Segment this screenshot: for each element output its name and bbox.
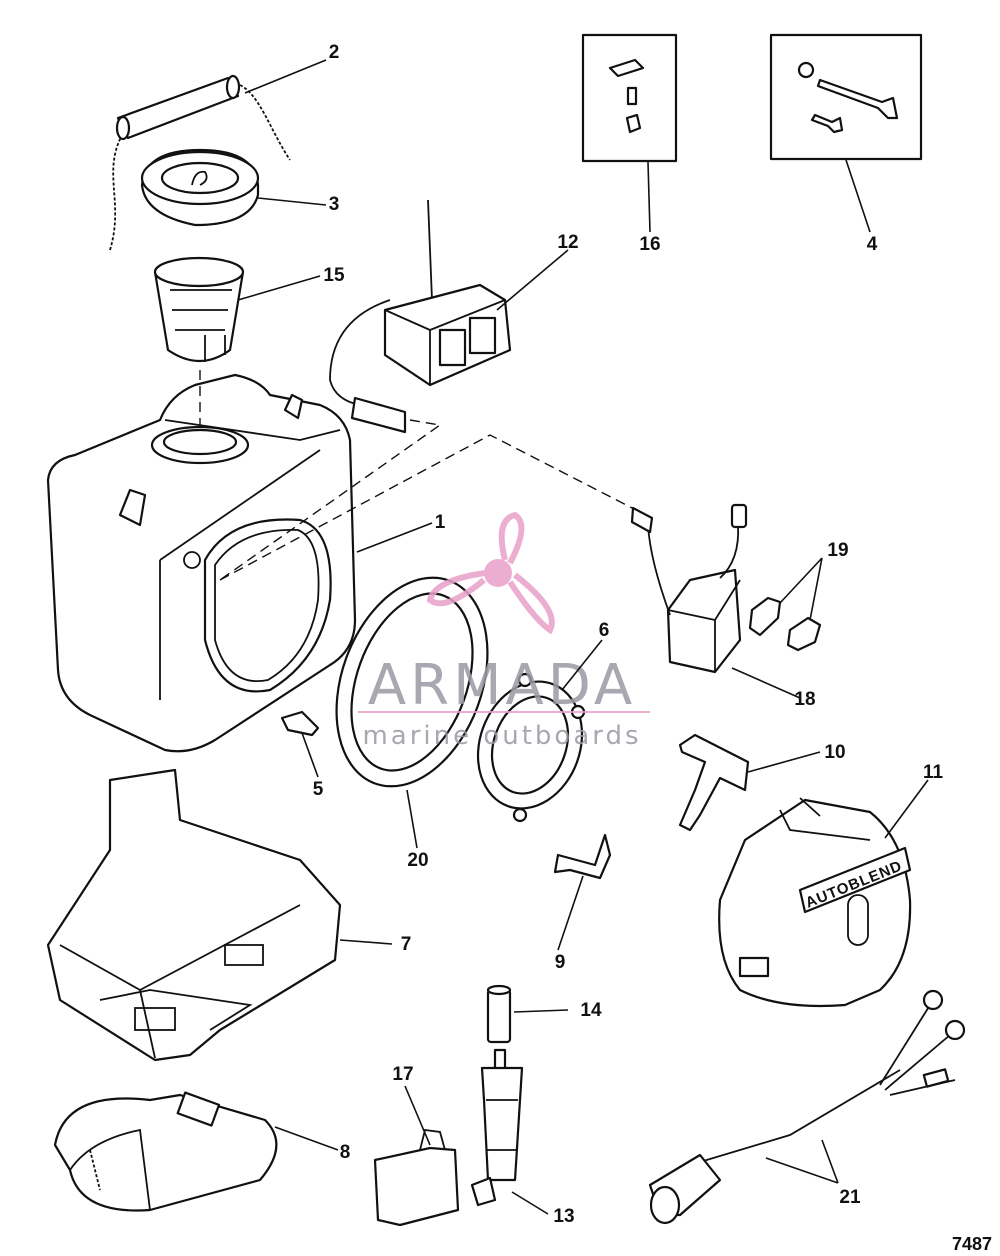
callout-9: 9 <box>555 952 566 973</box>
propeller-blade <box>426 570 486 607</box>
float-switch-part <box>109 74 291 251</box>
callout-1: 1 <box>435 512 446 533</box>
sleeve-part <box>486 984 512 1044</box>
propeller-blade <box>507 572 555 635</box>
callout-6: 6 <box>599 620 610 641</box>
callout-16: 16 <box>639 234 660 255</box>
tank-tray-part <box>46 768 342 1062</box>
callout-leaders <box>237 59 929 1215</box>
mounting-plate-part <box>373 1129 460 1227</box>
callout-3: 3 <box>329 194 340 215</box>
callout-14: 14 <box>580 1000 602 1021</box>
callout-20: 20 <box>407 850 428 871</box>
clip-part <box>553 833 612 880</box>
bolt-kit-box <box>769 33 923 161</box>
callout-12: 12 <box>557 232 578 253</box>
callout-21: 21 <box>839 1187 861 1208</box>
callout-7: 7 <box>401 934 412 955</box>
figure-number: 7487 <box>952 1234 992 1254</box>
callout-8: 8 <box>340 1142 351 1163</box>
callout-11: 11 <box>923 762 944 783</box>
callout-18: 18 <box>794 689 815 710</box>
wiring-harness-part <box>648 989 966 1225</box>
control-module-part <box>630 503 748 674</box>
oil-tank-part <box>46 373 357 753</box>
watermark-brand: ARMADA <box>368 653 636 718</box>
hardware-kit-box <box>581 33 678 163</box>
watermark-tagline: marine outboards <box>362 721 641 751</box>
callout-19: 19 <box>827 540 848 561</box>
bracket-part <box>678 733 750 832</box>
callout-15: 15 <box>323 265 345 286</box>
watermark-logo: ARMADA marine outboards <box>358 511 650 751</box>
strap-part <box>53 1091 278 1212</box>
callout-13: 13 <box>553 1206 574 1227</box>
connection-dashed-line <box>199 370 641 581</box>
diaphragm-part <box>476 672 586 823</box>
tank-cap-part <box>140 148 260 227</box>
callout-2: 2 <box>329 42 340 63</box>
propeller-blade <box>498 511 525 565</box>
callout-17: 17 <box>392 1064 413 1085</box>
callout-5: 5 <box>313 779 324 800</box>
fitting-part <box>470 1048 524 1207</box>
callout-labels: 2 3 15 12 16 4 1 19 6 18 10 11 5 20 7 9 … <box>313 42 944 1227</box>
screw-part <box>280 710 320 737</box>
gasket-part <box>335 576 489 788</box>
autoblend-cover-part: AUTOBLEND <box>718 797 912 1008</box>
callout-4: 4 <box>867 234 878 255</box>
filter-basket-part <box>153 256 245 362</box>
mounting-brackets-part <box>748 596 822 652</box>
callout-10: 10 <box>824 742 845 763</box>
sensor-module-part <box>329 199 512 434</box>
propeller-hub <box>484 559 512 587</box>
